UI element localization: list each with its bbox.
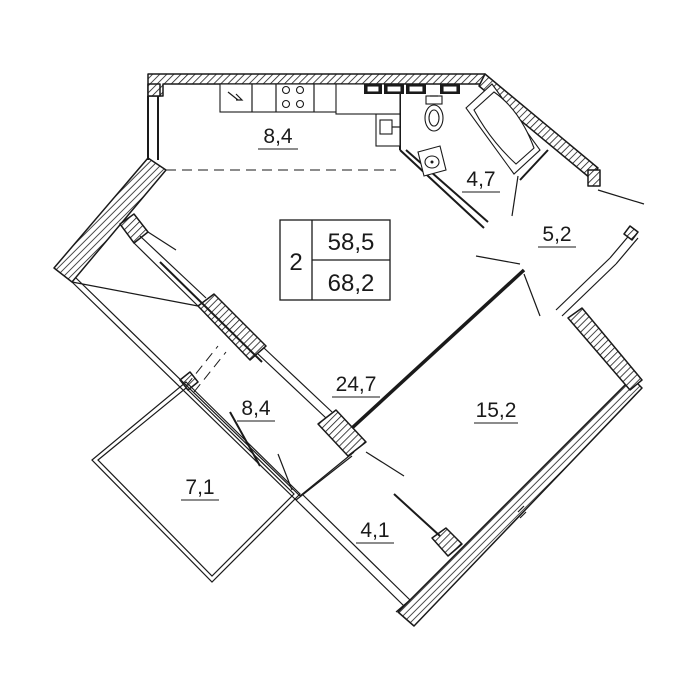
kitchen-counter (219, 83, 341, 113)
kitchen-fixtures (219, 83, 460, 147)
balcony-area-label: 7,1 (181, 476, 219, 501)
washbasin-icon (417, 145, 447, 177)
bottom-right-wall (397, 377, 643, 627)
window-pier-middle (317, 409, 367, 457)
kitchen-area: 8,4 (263, 125, 293, 148)
loggia-small-area: 4,1 (360, 519, 389, 542)
exterior-walls (53, 73, 643, 627)
living-room-area: 24,7 (336, 373, 377, 396)
bathtub-icon (465, 83, 541, 175)
room-labels: 8,4 4,7 5,2 24,7 15,2 8,4 7,1 4,1 (181, 125, 576, 544)
stove-icon (281, 85, 305, 109)
rooms-count: 2 (289, 249, 302, 276)
bathroom-area-label: 4,7 (462, 168, 500, 193)
hallway-area-label: 5,2 (538, 223, 576, 248)
bathroom-fixtures (417, 83, 541, 177)
kitchen-area-label: 8,4 (258, 125, 298, 150)
balcony-area: 7,1 (185, 476, 214, 499)
total-area-value: 68,2 (328, 270, 375, 297)
left-upper-wall (147, 83, 161, 97)
left-diagonal-wall (53, 157, 167, 283)
balcony-column (179, 371, 199, 391)
right-side-wall (567, 307, 643, 391)
hallway-area: 5,2 (542, 223, 571, 246)
living-room-area-label: 24,7 (332, 373, 380, 398)
bathroom-area: 4,7 (466, 168, 495, 191)
window-pier-left (197, 293, 267, 361)
loggia-small-area-label: 4,1 (356, 519, 394, 544)
toilet-icon (424, 95, 444, 132)
apartment-summary-box: 2 58,5 68,2 (279, 219, 391, 301)
sink-icon (227, 91, 244, 101)
loggia-large-area-label: 8,4 (237, 397, 275, 422)
bedroom-area: 15,2 (476, 399, 517, 422)
living-area-value: 58,5 (328, 229, 375, 256)
loggia-large-area: 8,4 (241, 397, 271, 420)
right-wall-stub (587, 169, 601, 187)
bedroom-area-label: 15,2 (474, 399, 518, 424)
balcony-outline (91, 345, 301, 583)
outlines (71, 86, 645, 613)
